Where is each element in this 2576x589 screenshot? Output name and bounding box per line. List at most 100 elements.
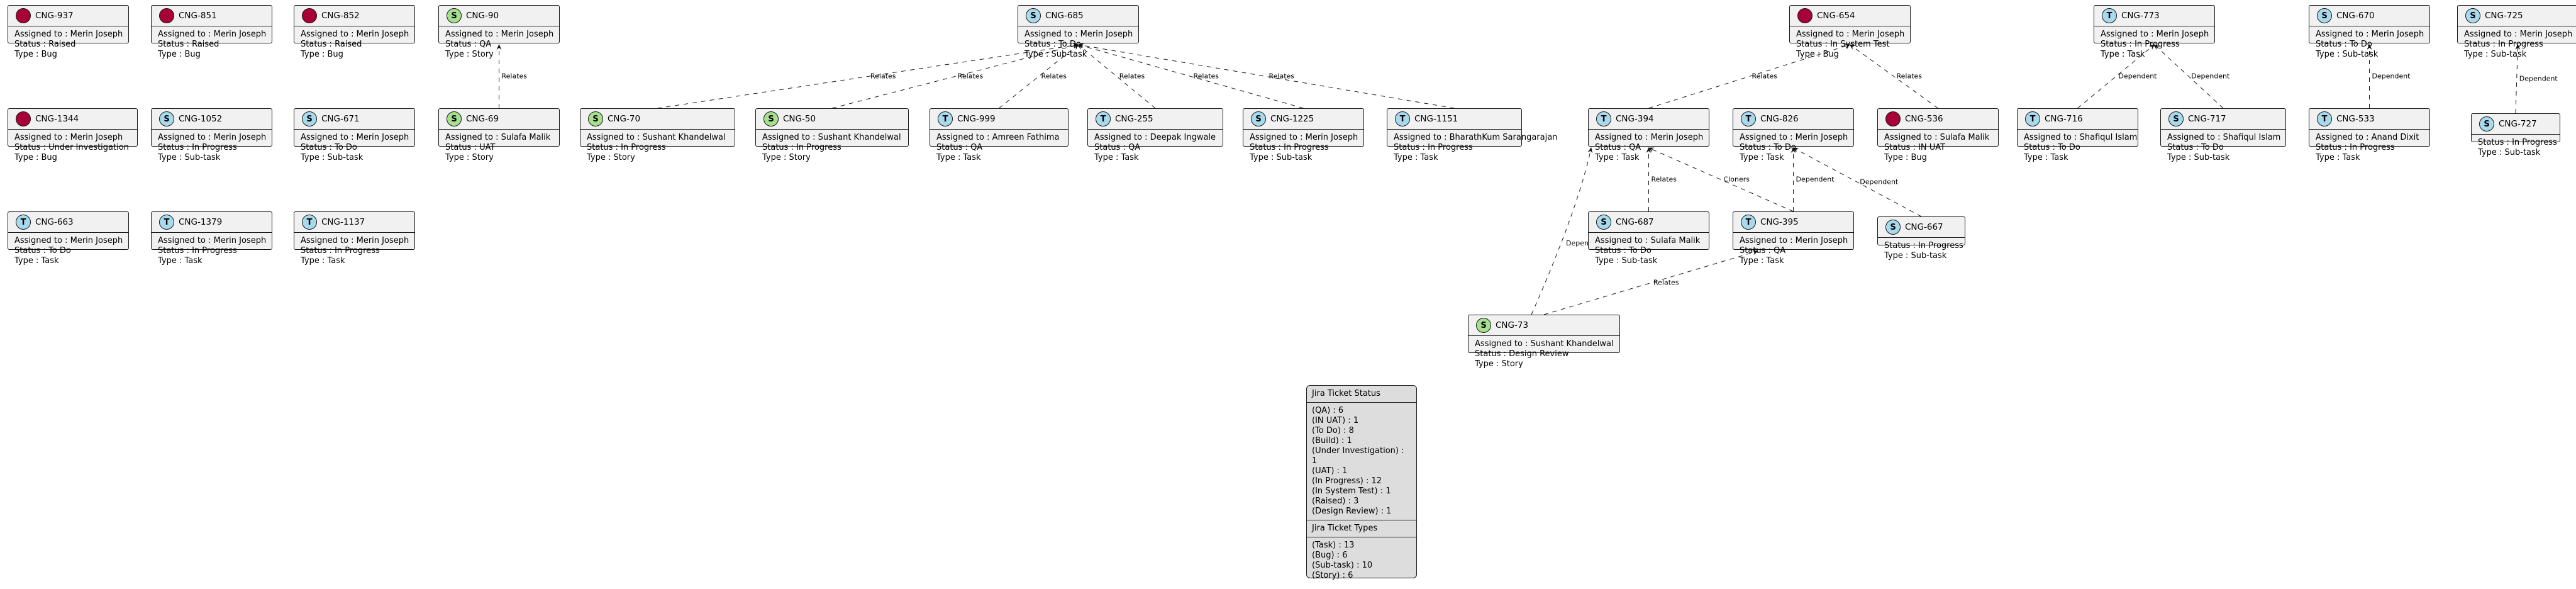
ticket-field: Status : To Do bbox=[2316, 40, 2372, 49]
ticket-field: Status : To Do bbox=[1024, 40, 1081, 49]
ticket-id: CNG-826 bbox=[1760, 114, 1799, 124]
ticket-field: Status : Under Investigation bbox=[14, 143, 129, 152]
ticket-field: Type : Task bbox=[158, 256, 203, 266]
story-type-icon: S bbox=[588, 111, 603, 126]
legend-item: (UAT) : 1 bbox=[1312, 466, 1348, 476]
ticket-field: Assigned to : Sulafa Malik bbox=[1884, 133, 1990, 142]
link-label: Dependent bbox=[2519, 75, 2558, 83]
ticket-field: Assigned to : BharathKum Sarangarajan bbox=[1394, 133, 1558, 142]
link-label: Cloners bbox=[1724, 176, 1750, 184]
ticket-field: Type : Sub-task bbox=[1884, 251, 1947, 261]
ticket-field: Assigned to : Merin Joseph bbox=[14, 30, 123, 39]
ticket-field: Assigned to : Merin Joseph bbox=[2464, 30, 2573, 39]
link-label: Dependent bbox=[1796, 176, 1835, 184]
ticket-field: Type : Sub-task bbox=[2464, 50, 2527, 59]
bug-type-icon: B bbox=[159, 8, 174, 23]
task-type-icon: T bbox=[938, 111, 953, 126]
link-label: Relates bbox=[1269, 72, 1295, 81]
bug-type-icon: B bbox=[1797, 8, 1813, 23]
link-cng-716-to-cng-773 bbox=[2077, 44, 2155, 109]
legend-item: (Raised) : 3 bbox=[1312, 496, 1359, 506]
ticket-field: Status : QA bbox=[1094, 143, 1141, 152]
ticket-field: Assigned to : Merin Joseph bbox=[1250, 133, 1358, 142]
ticket-field: Type : Bug bbox=[14, 153, 57, 162]
ticket-field: Type : Task bbox=[2024, 153, 2068, 162]
ticket-field: Type : Task bbox=[301, 256, 345, 266]
link-label: Relates bbox=[1119, 72, 1145, 81]
ticket-field: Type : Sub-task bbox=[301, 153, 364, 162]
ticket-id: CNG-90 bbox=[466, 11, 499, 21]
ticket-field: Status : In Progress bbox=[2101, 40, 2180, 49]
ticket-field: Status : In Progress bbox=[158, 143, 237, 152]
ticket-field: Assigned to : Merin Joseph bbox=[158, 133, 267, 142]
subtask-type-icon: S bbox=[1885, 220, 1901, 235]
link-label: Relates bbox=[870, 72, 896, 81]
ticket-field: Assigned to : Merin Joseph bbox=[2101, 30, 2209, 39]
ticket-field: Type : Bug bbox=[14, 50, 57, 59]
link-cng-667-to-cng-826 bbox=[1792, 147, 1922, 217]
ticket-field: Assigned to : Merin Joseph bbox=[1595, 133, 1704, 142]
link-cng-70-to-cng-685 bbox=[657, 43, 1079, 109]
ticket-field: Assigned to : Merin Joseph bbox=[301, 30, 409, 39]
legend-item: (To Do) : 8 bbox=[1312, 426, 1354, 435]
ticket-id: CNG-999 bbox=[957, 114, 996, 124]
subtask-type-icon: S bbox=[2317, 8, 2332, 23]
link-cng-255-to-cng-685 bbox=[1077, 44, 1156, 109]
ticket-field: Assigned to : Sulafa Malik bbox=[1595, 236, 1701, 245]
subtask-type-icon: S bbox=[2479, 116, 2494, 132]
ticket-field: Type : Sub-task bbox=[2167, 153, 2230, 162]
ticket-field: Assigned to : Merin Joseph bbox=[301, 236, 409, 245]
ticket-id: CNG-1052 bbox=[179, 114, 223, 124]
legend: Jira Ticket Status (QA) : 6(IN UAT) : 1(… bbox=[1306, 385, 1417, 580]
ticket-field: Type : Task bbox=[1740, 256, 1784, 266]
task-type-icon: T bbox=[1395, 111, 1410, 126]
ticket-id: CNG-50 bbox=[783, 114, 816, 124]
story-type-icon: S bbox=[447, 111, 462, 126]
ticket-field: Assigned to : Sushant Khandelwal bbox=[587, 133, 726, 142]
ticket-id: CNG-255 bbox=[1115, 114, 1153, 124]
ticket-field: Type : Sub-task bbox=[2478, 148, 2541, 157]
ticket-field: Assigned to : Sushant Khandelwal bbox=[1475, 339, 1614, 349]
ticket-field: Type : Sub-task bbox=[1250, 153, 1313, 162]
ticket-field: Assigned to : Merin Joseph bbox=[14, 236, 123, 245]
